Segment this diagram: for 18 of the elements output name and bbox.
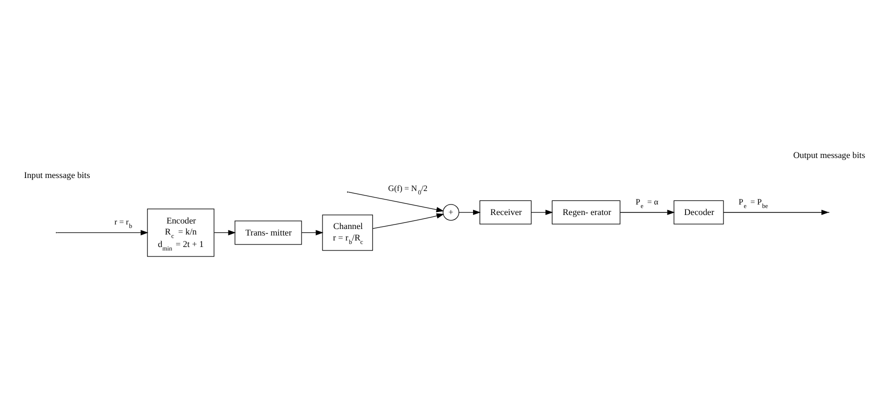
arrow [372,213,444,229]
node-box: Regen- erator [551,200,620,224]
label: Input message bits [24,170,90,180]
node-box: Channel r = r$_{b}$/R$_{c}$ [322,214,372,251]
arrow [347,192,444,212]
arrow [56,230,148,236]
node-box: Encoder R$_{c}$ = k/n d$_{min}$ = 2t + 1 [146,208,214,257]
arrow [530,210,553,216]
arrow [458,210,480,216]
label: Output message bits [792,150,865,160]
arrow [300,230,323,236]
node-box: Receiver [479,200,532,224]
arrow [722,210,829,216]
arrow [619,210,674,216]
node-box: Trans- mitter [234,220,302,245]
arrow [213,230,236,236]
node-circle: + [442,204,459,221]
node-box: Decoder [673,200,724,224]
